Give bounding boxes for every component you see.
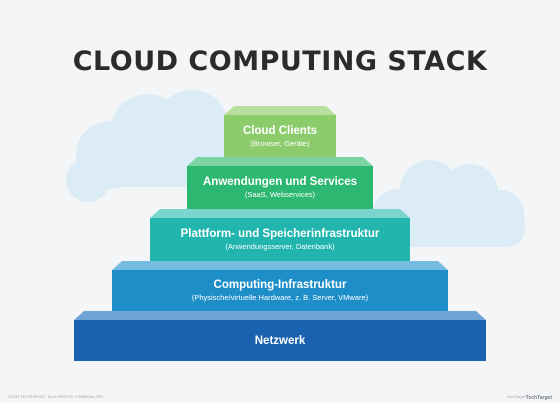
tier-top-face (187, 157, 373, 166)
tier-front: Cloud Clients (Browser, Geräte) (224, 115, 336, 157)
tier-sublabel: (Physische/virtuelle Hardware, z. B. Ser… (191, 293, 369, 302)
tier-sublabel: (Browser, Geräte) (250, 138, 310, 148)
tier-plattform-speicher: Plattform- und Speicherinfrastruktur (An… (150, 209, 410, 261)
tier-label: Computing-Infrastruktur (213, 279, 347, 291)
tier-front: Computing-Infrastruktur (Physische/virtu… (112, 270, 448, 311)
tier-label: Netzwerk (254, 334, 306, 347)
tier-label: Cloud Clients (242, 124, 318, 137)
tier-top-face (112, 261, 448, 270)
techtarget-logo: TechTarget (525, 395, 552, 401)
tier-top-face (224, 106, 336, 115)
copyright-footer: ©2025 TECHTARGET. ALLE RECHTE VORBEHALTE… (8, 395, 103, 399)
tier-top-face (74, 311, 486, 320)
tier-front: Plattform- und Speicherinfrastruktur (An… (150, 218, 410, 261)
tier-computing-infrastruktur: Computing-Infrastruktur (Physische/virtu… (112, 261, 448, 311)
tier-label: Anwendungen und Services (203, 176, 357, 188)
tier-label: Plattform- und Speicherinfrastruktur (180, 228, 380, 240)
tier-front: Anwendungen und Services (SaaS, Webservi… (187, 166, 373, 209)
page-title: CLOUD COMPUTING STACK (72, 46, 488, 77)
source-footer: TechTarget (506, 395, 526, 399)
tier-front: Netzwerk (74, 320, 486, 361)
tier-netzwerk: Netzwerk (74, 311, 486, 361)
tier-sublabel: (Anwendungsserver, Datenbank) (225, 242, 335, 251)
tier-cloud-clients: Cloud Clients (Browser, Geräte) (224, 106, 336, 157)
tier-top-face (150, 209, 410, 218)
tier-anwendungen-services: Anwendungen und Services (SaaS, Webservi… (187, 157, 373, 209)
tier-sublabel: (SaaS, Webservices) (244, 190, 316, 199)
